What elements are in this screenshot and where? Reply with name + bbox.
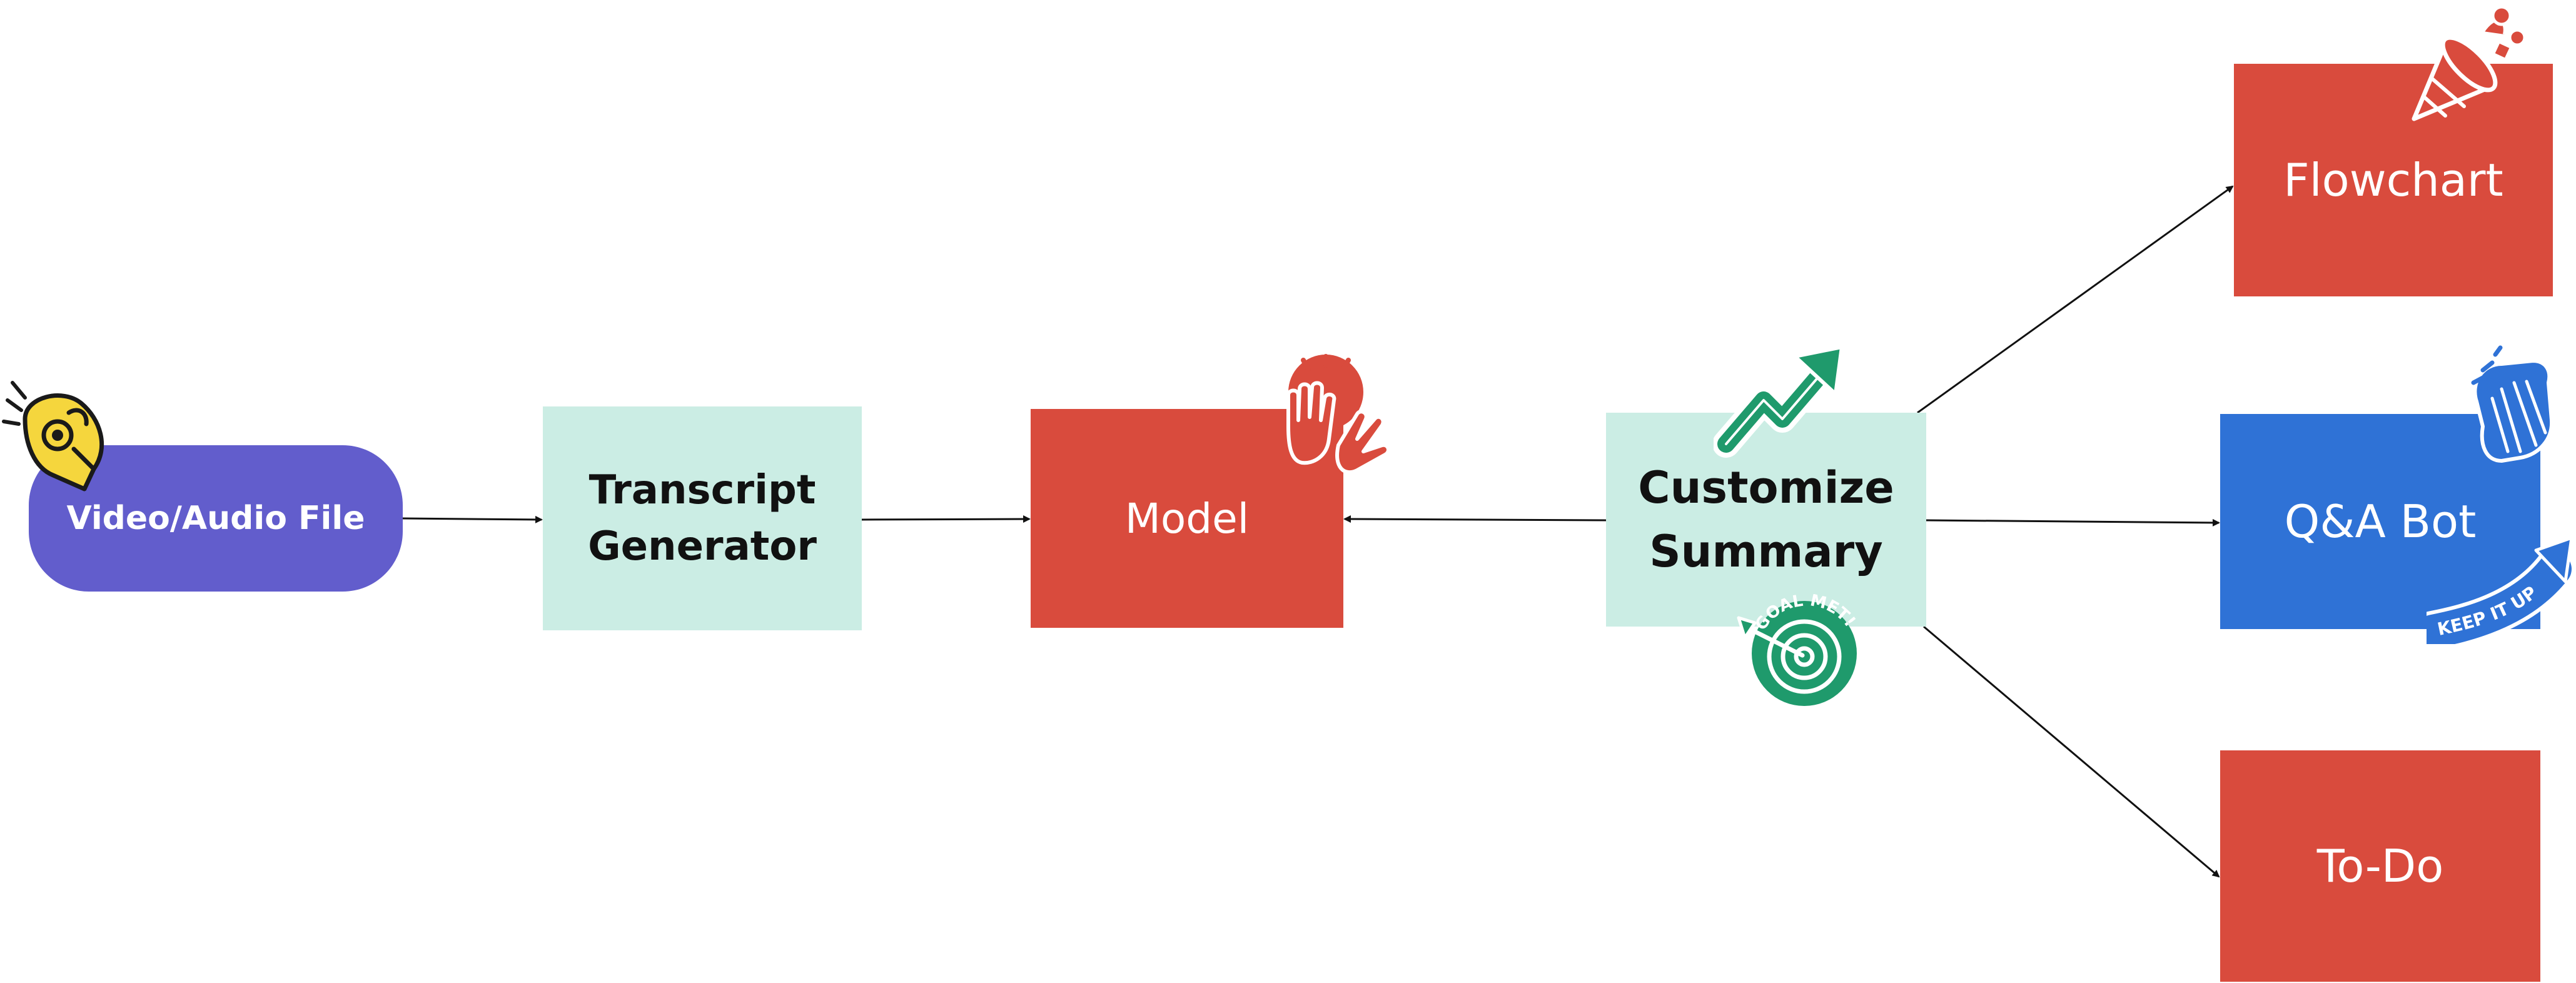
customize-summary-node[interactable]: Customize Summary: [1606, 413, 1926, 627]
party-popper-icon: [2412, 5, 2527, 121]
edge-transcript-to-model: [861, 515, 1031, 523]
video-audio-file-label: Video/Audio File: [66, 500, 365, 537]
transcript-generator-label: Transcript Generator: [588, 467, 817, 570]
ok-hand-icon: [2, 381, 104, 492]
model-label: Model: [1124, 494, 1250, 543]
flowchart-node[interactable]: Flowchart: [2234, 64, 2553, 296]
high-five-icon: [1286, 354, 1390, 475]
clapping-hands-icon: [2471, 345, 2554, 463]
goal-target-icon: GOAL MET!: [1737, 594, 1859, 706]
edge-summary-to-flowchart: [1917, 185, 2234, 414]
flowchart-label: Flowchart: [2283, 154, 2503, 206]
edge-summary-to-todo: [1923, 625, 2220, 878]
trend-up-arrow-icon: [1714, 345, 1844, 458]
to-do-node[interactable]: To-Do: [2220, 750, 2540, 982]
keep-it-up-arrow-icon: KEEP IT UP: [2427, 536, 2575, 644]
edge-video-to-transcript: [402, 515, 543, 523]
edge-summary-to-model: [1343, 515, 1607, 523]
qa-bot-label: Q&A Bot: [2284, 495, 2477, 548]
transcript-generator-node[interactable]: Transcript Generator: [543, 406, 862, 630]
edge-summary-to-qabot: [1926, 518, 2220, 527]
model-node[interactable]: Model: [1031, 409, 1343, 628]
to-do-label: To-Do: [2316, 840, 2444, 892]
customize-summary-label: Customize Summary: [1638, 462, 1894, 577]
